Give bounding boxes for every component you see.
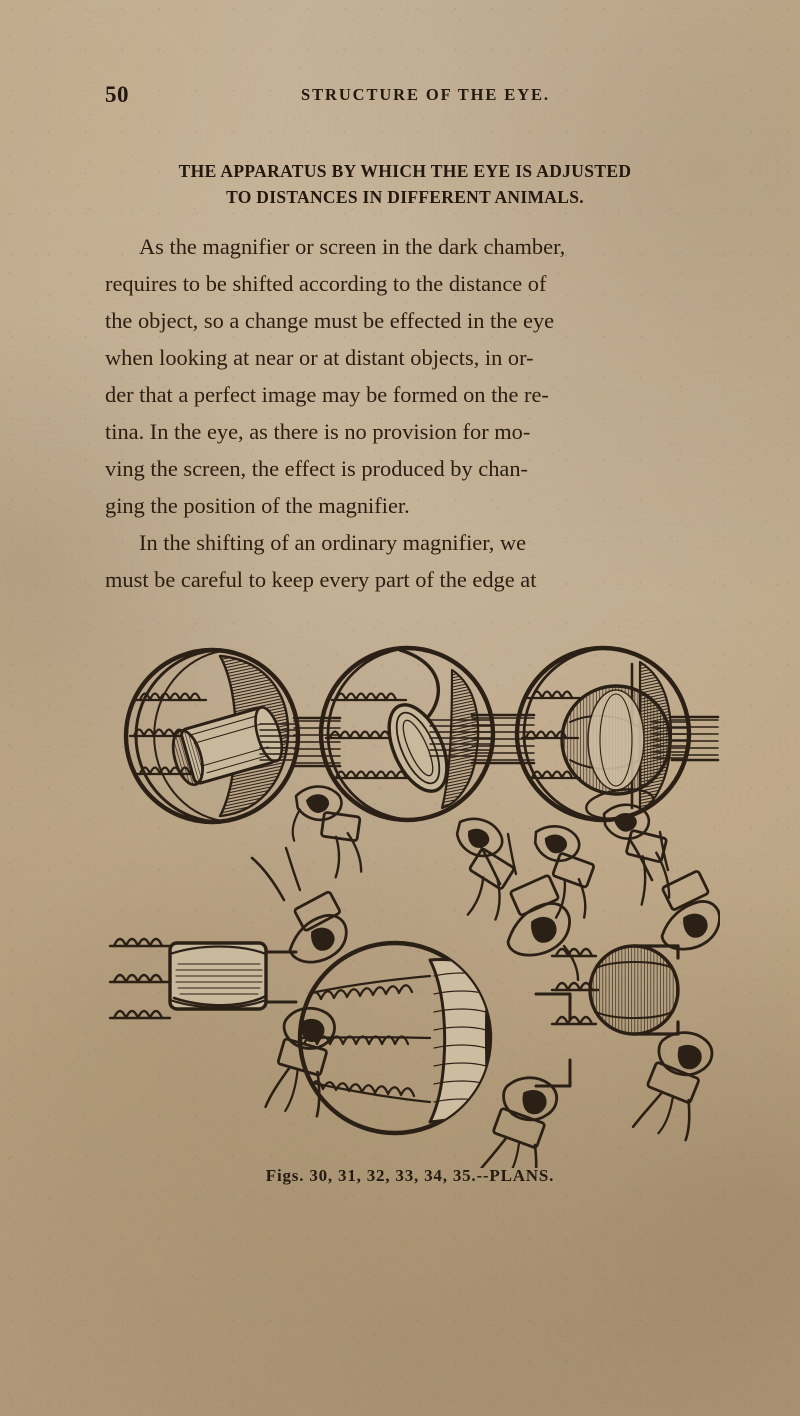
- body-line: requires to be shifted according to the …: [105, 271, 547, 296]
- fig-34-panel: [297, 832, 580, 1168]
- body-line: ging the position of the magnifier.: [105, 493, 410, 518]
- figure-illustration: [100, 608, 720, 1168]
- hand-sketch: [631, 1031, 714, 1142]
- eye-diagrams-svg: [108, 645, 720, 1168]
- figure-caption: Figs. 30, 31, 32, 33, 34, 35.--PLANS.: [265, 1166, 555, 1185]
- hand-sketch: [476, 832, 580, 982]
- body-line: tina. In the eye, as there is no provisi…: [105, 419, 531, 444]
- fig-33-panel: [108, 846, 348, 1118]
- section-heading-line-1: THE APPARATUS BY WHICH THE EYE IS ADJUST…: [178, 161, 632, 181]
- body-line: when looking at near or at distant objec…: [105, 345, 534, 370]
- body-line: ving the screen, the effect is produced …: [105, 456, 528, 481]
- hand-sketch: [628, 830, 720, 951]
- hand-sketch: [291, 785, 363, 879]
- section-heading: THE APPARATUS BY WHICH THE EYE IS ADJUST…: [95, 158, 715, 210]
- hand-sketch: [533, 825, 595, 919]
- body-text: As the magnifier or screen in the dark c…: [105, 228, 711, 598]
- body-line: the object, so a change must be effected…: [105, 308, 555, 333]
- running-head-title: STRUCTURE OF THE EYE.: [301, 85, 550, 104]
- fig-30-panel: [123, 647, 363, 879]
- hand-sketch: [455, 817, 515, 921]
- fig-35-panel: [550, 830, 720, 1142]
- body-line: der that a perfect image may be formed o…: [105, 382, 549, 407]
- fig-32-panel: [514, 645, 720, 919]
- hand-sketch: [264, 1006, 336, 1118]
- fig-31-panel: [318, 645, 536, 921]
- body-line: In the shifting of an ordinary magnifier…: [139, 530, 527, 555]
- hand-sketch: [250, 846, 348, 964]
- hand-sketch: [477, 1076, 558, 1168]
- running-head: 50 STRUCTURE OF THE EYE.: [105, 82, 710, 108]
- page-number: 50: [105, 82, 129, 107]
- section-heading-line-2: TO DISTANCES IN DIFFERENT ANIMALS.: [226, 187, 584, 207]
- body-line: must be careful to keep every part of th…: [105, 567, 537, 592]
- body-line: As the magnifier or screen in the dark c…: [139, 234, 566, 259]
